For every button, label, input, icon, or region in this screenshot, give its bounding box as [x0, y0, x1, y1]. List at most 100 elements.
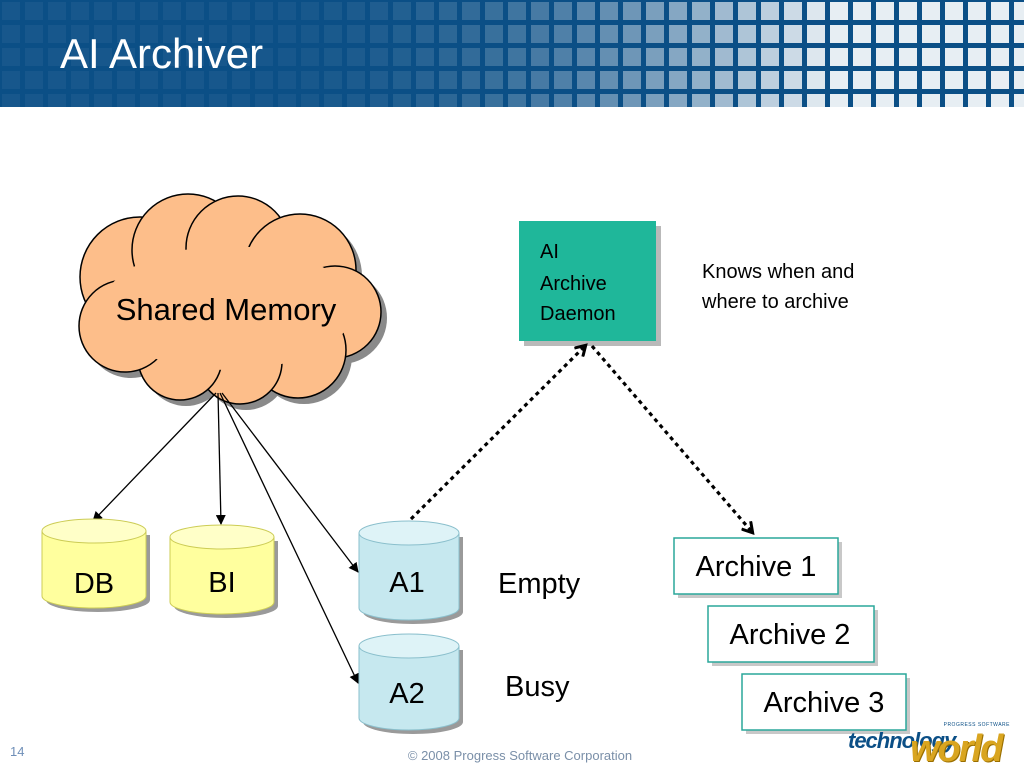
banner-tile: [163, 94, 181, 107]
banner-tile: [945, 94, 963, 107]
banner-tile: [117, 94, 135, 107]
banner-tile: [324, 2, 342, 20]
banner-tile: [393, 2, 411, 20]
banner-tile: [738, 94, 756, 107]
banner-tile: [945, 25, 963, 43]
banner-tile: [738, 71, 756, 89]
banner-tile: [853, 71, 871, 89]
banner-tile: [232, 48, 250, 66]
banner-tile: [301, 48, 319, 66]
banner-tile: [922, 25, 940, 43]
banner-tile: [646, 2, 664, 20]
banner-tile: [462, 2, 480, 20]
banner-tile: [554, 71, 572, 89]
banner-tile: [623, 71, 641, 89]
banner-tile: [209, 71, 227, 89]
banner-tile: [853, 2, 871, 20]
arrow-a1-to-daemon: [409, 346, 585, 521]
copyright-notice: © 2008 Progress Software Corporation: [407, 748, 633, 763]
banner-tile: [554, 48, 572, 66]
banner-tile: [991, 25, 1009, 43]
banner-tile: [945, 71, 963, 89]
cylinder-bi: BI: [169, 524, 278, 618]
banner-tile: [761, 48, 779, 66]
banner-pattern: [2, 2, 1024, 107]
banner-tile: [1014, 48, 1024, 66]
banner-tile: [692, 2, 710, 20]
daemon-label-line-1: AI: [540, 241, 559, 263]
banner-tile: [554, 2, 572, 20]
banner-tile: [301, 25, 319, 43]
banner-tile: [25, 25, 43, 43]
banner-tile: [347, 71, 365, 89]
banner-tile: [232, 25, 250, 43]
banner-tile: [439, 71, 457, 89]
banner-tile: [922, 94, 940, 107]
banner-tile: [1014, 25, 1024, 43]
archive-2-label: Archive 2: [730, 619, 851, 651]
cylinder-a1-label: A1: [389, 567, 424, 599]
banner-tile: [232, 2, 250, 20]
banner-tile: [876, 94, 894, 107]
banner-tile: [945, 48, 963, 66]
banner-tile: [485, 48, 503, 66]
banner-tile: [807, 94, 825, 107]
banner-tile: [2, 71, 20, 89]
banner-tile: [508, 2, 526, 20]
banner-tile: [48, 71, 66, 89]
banner-tile: [807, 71, 825, 89]
cylinder-db: DB: [41, 518, 150, 612]
banner-tile: [853, 48, 871, 66]
banner-tile: [761, 94, 779, 107]
banner-tile: [807, 25, 825, 43]
banner-tile: [2, 48, 20, 66]
banner-tile: [324, 71, 342, 89]
banner-tile: [991, 48, 1009, 66]
banner-tile: [692, 94, 710, 107]
banner-tile: [738, 2, 756, 20]
banner-tile: [416, 2, 434, 20]
banner-tile: [899, 2, 917, 20]
banner-tile: [715, 25, 733, 43]
banner-tile: [761, 2, 779, 20]
banner-tile: [347, 2, 365, 20]
slide-title: AI Archiver: [60, 30, 264, 77]
banner-tile: [830, 94, 848, 107]
banner-tile: [439, 2, 457, 20]
banner-tile: [94, 2, 112, 20]
banner-tile: [508, 48, 526, 66]
banner-tile: [669, 48, 687, 66]
cylinder-a1: A1: [358, 520, 463, 624]
daemon-label-line-3: Daemon: [540, 303, 616, 325]
banner-tile: [669, 2, 687, 20]
banner-tile: [715, 2, 733, 20]
banner-tile: [531, 25, 549, 43]
banner-tile: [255, 48, 273, 66]
banner-tile: [600, 94, 618, 107]
banner-tile: [370, 2, 388, 20]
banner-tile: [853, 94, 871, 107]
banner-tile: [991, 94, 1009, 107]
banner-tile: [968, 2, 986, 20]
banner-tile: [784, 25, 802, 43]
banner-tile: [439, 25, 457, 43]
banner-tile: [830, 2, 848, 20]
banner-tile: [485, 2, 503, 20]
banner-tile: [508, 71, 526, 89]
banner-tile: [945, 2, 963, 20]
banner-tile: [922, 71, 940, 89]
banner-tile: [692, 25, 710, 43]
banner-tile: [278, 2, 296, 20]
banner-tile: [922, 48, 940, 66]
banner-tile: [71, 71, 89, 89]
cylinder-a2-label: A2: [389, 678, 424, 710]
banner-tile: [784, 2, 802, 20]
banner-tile: [830, 71, 848, 89]
banner-tile: [462, 71, 480, 89]
note-line-1: Knows when and: [702, 261, 854, 283]
banner-tile: [554, 94, 572, 107]
banner-tile: [485, 25, 503, 43]
banner-tile: [416, 25, 434, 43]
banner-tile: [1014, 94, 1024, 107]
